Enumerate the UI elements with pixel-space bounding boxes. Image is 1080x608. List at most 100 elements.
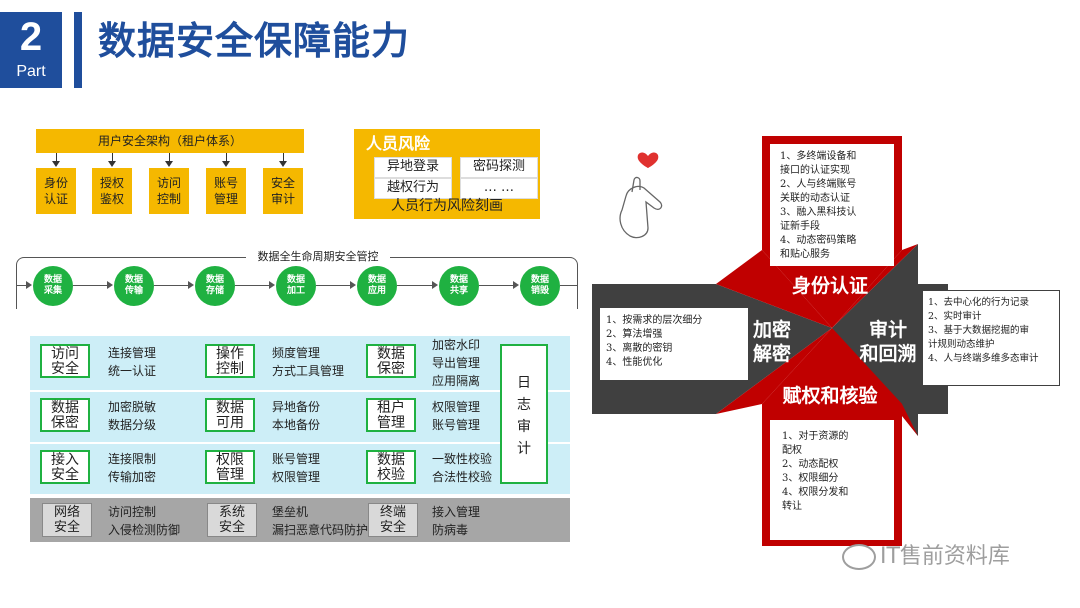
arrow-right-icon (513, 281, 519, 289)
security-desc: 权限管理账号管理 (432, 398, 480, 434)
right-list-line: 计规则动态维护 (928, 338, 1058, 352)
arrow-down-icon (165, 161, 173, 167)
security-desc-line: 连接限制 (108, 450, 156, 468)
security-chip: 数据 可用 (205, 398, 255, 432)
bottom-list-line: 3、权限细分 (782, 472, 892, 486)
left-list: 1、按需求的层次细分 2、算法增强 3、离散的密钥 4、性能优化 (606, 314, 750, 370)
stage-connector (316, 285, 351, 286)
bottom-list-line: 配权 (782, 444, 892, 458)
right-list-line: 1、去中心化的行为记录 (928, 296, 1058, 310)
base-security-chip: 网络 安全 (42, 503, 92, 537)
risk-item: 越权行为 (374, 178, 452, 199)
base-security-desc-line: 堡垒机 (272, 503, 368, 521)
top-list-line: 4、动态密码策略 (780, 234, 898, 248)
arrow-right-icon (350, 281, 356, 289)
lifecycle-stage: 数据 应用 (357, 266, 397, 306)
lifecycle-stage: 数据 加工 (276, 266, 316, 306)
security-chip: 操作 控制 (205, 344, 255, 378)
top-list-line: 和贴心服务 (780, 248, 898, 262)
security-chip: 数据 校验 (366, 450, 416, 484)
stage-connector (154, 285, 189, 286)
left-list-line: 4、性能优化 (606, 356, 750, 370)
part-label: Part (0, 62, 62, 82)
left-list-line: 2、算法增强 (606, 328, 750, 342)
top-list-line: 关联的动态认证 (780, 192, 898, 206)
security-desc-line: 账号管理 (272, 450, 320, 468)
base-security-desc-line: 接入管理 (432, 503, 480, 521)
bottom-list: 1、对于资源的 配权 2、动态配权 3、权限细分 4、权限分发和 转让 (782, 430, 892, 514)
security-chip: 访问 安全 (40, 344, 90, 378)
log-audit-char: 日 (502, 372, 546, 394)
base-security-desc-line: 入侵检测防御 (108, 521, 180, 539)
heart-hand-icon (620, 152, 662, 237)
log-audit-char: 审 (502, 416, 546, 438)
base-security-chip: 终端 安全 (368, 503, 418, 537)
left-list-line: 3、离散的密钥 (606, 342, 750, 356)
architecture-box: 访问 控制 (149, 168, 189, 214)
bottom-label: 赋权和核验 (768, 384, 892, 408)
security-chip: 权限 管理 (205, 450, 255, 484)
arrow-right-icon (107, 281, 113, 289)
security-desc-line: 加密水印 (432, 336, 480, 354)
security-desc-line: 频度管理 (272, 344, 344, 362)
security-chip: 数据 保密 (40, 398, 90, 432)
watermark: IT售前资料库 (842, 542, 1010, 572)
base-security-chip: 系统 安全 (207, 503, 257, 537)
architecture-box: 身份 认证 (36, 168, 76, 214)
architecture-box: 授权 鉴权 (92, 168, 132, 214)
stage-connector (235, 285, 270, 286)
top-list-line: 1、多终端设备和 (780, 150, 898, 164)
wechat-icon (842, 544, 876, 570)
top-list-line: 证新手段 (780, 220, 898, 234)
right-list-line: 3、基于大数据挖掘的审 (928, 324, 1058, 338)
right-list-line: 2、实时审计 (928, 310, 1058, 324)
bottom-list-line: 4、权限分发和 (782, 486, 892, 500)
base-security-desc-line: 漏扫恶意代码防护 (272, 521, 368, 539)
top-list-line: 3、融入黑科技认 (780, 206, 898, 220)
stage-connector (397, 285, 433, 286)
security-desc-line: 加密脱敏 (108, 398, 156, 416)
security-desc-line: 传输加密 (108, 468, 156, 486)
watermark-text: IT售前资料库 (880, 544, 1010, 569)
right-list-line: 4、人与终端多维多态审计 (928, 352, 1058, 366)
part-badge: 2 Part (0, 12, 62, 88)
top-label: 身份认证 (768, 274, 892, 298)
lifecycle-title: 数据全生命周期安全管控 (246, 249, 390, 265)
top-list: 1、多终端设备和 接口的认证实现 2、人与终端账号 关联的动态认证 3、融入黑科… (780, 150, 898, 262)
arrow-right-icon (432, 281, 438, 289)
security-desc-line: 导出管理 (432, 354, 480, 372)
security-desc-line: 本地备份 (272, 416, 320, 434)
security-desc-line: 异地备份 (272, 398, 320, 416)
page-title: 数据安全保障能力 (98, 16, 410, 66)
risk-item: 异地登录 (374, 157, 452, 178)
security-desc-line: 连接管理 (108, 344, 156, 362)
security-chip: 租户 管理 (366, 398, 416, 432)
security-desc-line: 一致性校验 (432, 450, 492, 468)
base-security-desc-line: 访问控制 (108, 503, 180, 521)
security-desc: 连接限制传输加密 (108, 450, 156, 486)
top-list-line: 2、人与终端账号 (780, 178, 898, 192)
security-desc-line: 账号管理 (432, 416, 480, 434)
risk-summary: 人员行为风险刻画 (354, 197, 540, 215)
arrow-down-icon (222, 161, 230, 167)
bottom-list-line: 2、动态配权 (782, 458, 892, 472)
lifecycle-stage: 数据 共享 (439, 266, 479, 306)
log-audit-char: 计 (502, 438, 546, 460)
security-desc-line: 权限管理 (272, 468, 320, 486)
right-list: 1、去中心化的行为记录 2、实时审计 3、基于大数据挖掘的审 计规则动态维护 4… (928, 296, 1058, 366)
stage-connector (560, 285, 578, 286)
arrow-right-icon (269, 281, 275, 289)
security-desc-line: 权限管理 (432, 398, 480, 416)
stage-connector (479, 285, 514, 286)
log-audit-char: 志 (502, 394, 546, 416)
lifecycle-stage: 数据 存储 (195, 266, 235, 306)
base-security-desc: 堡垒机漏扫恶意代码防护 (272, 503, 368, 539)
risk-panel: 人员风险 异地登录 密码探测 越权行为 … … 人员行为风险刻画 (354, 129, 540, 219)
base-security-desc: 接入管理防病毒 (432, 503, 480, 539)
security-desc: 连接管理统一认证 (108, 344, 156, 380)
security-desc-line: 数据分级 (108, 416, 156, 434)
left-label: 加密 解密 (742, 318, 802, 366)
arrow-right-icon (26, 281, 32, 289)
arrow-down-icon (108, 161, 116, 167)
security-desc-line: 应用隔离 (432, 372, 480, 390)
